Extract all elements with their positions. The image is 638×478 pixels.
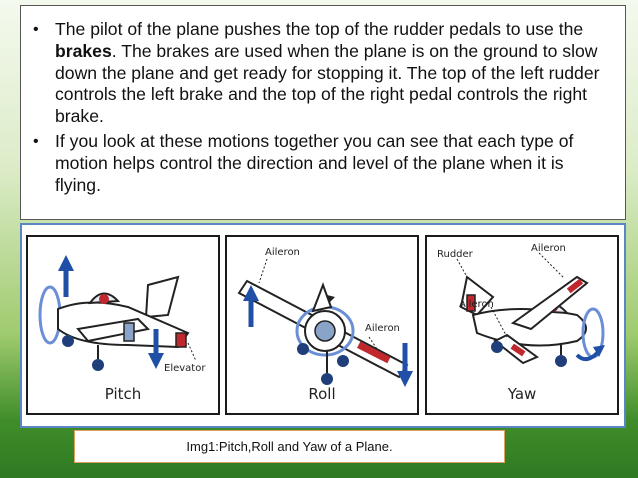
yaw-plane-illustration xyxy=(456,252,605,367)
panel-title-roll: Roll xyxy=(308,385,336,403)
part-label-aileron-top: Aileron xyxy=(265,247,300,258)
panel-title-yaw: Yaw xyxy=(507,385,537,403)
bullet-bold-term: brakes xyxy=(55,40,112,61)
part-label-aileron-bottom: Aileron xyxy=(365,323,400,334)
part-label-elevator: Elevator xyxy=(164,363,206,374)
panel-title-pitch: Pitch xyxy=(104,385,142,403)
bullet-dot: • xyxy=(33,21,39,38)
pitch-plane-illustration xyxy=(38,255,197,371)
roll-plane-illustration xyxy=(237,258,413,387)
part-label-aileron-bottom: Aileron xyxy=(459,299,494,310)
panel-roll: Aileron Aileron Roll xyxy=(225,235,419,415)
bullet-motions: • If you look at these motions together … xyxy=(29,131,611,196)
bullet-text: The pilot of the plane pushes the top of… xyxy=(55,19,584,39)
panel-yaw: Rudder Aileron Aileron Yaw xyxy=(425,235,619,415)
caption-text: Img1:Pitch,Roll and Yaw of a Plane. xyxy=(186,439,393,454)
panel-pitch: Elevator Pitch xyxy=(26,235,220,415)
bullet-text: If you look at these motions together yo… xyxy=(55,130,574,195)
part-label-aileron-top: Aileron xyxy=(531,243,566,254)
part-label-rudder: Rudder xyxy=(437,249,473,260)
figure-box: Elevator Pitch xyxy=(20,223,626,428)
bullet-text-rest: . The brakes are used when the plane is … xyxy=(55,40,600,127)
text-box: • The pilot of the plane pushes the top … xyxy=(20,5,626,220)
bullet-brakes: • The pilot of the plane pushes the top … xyxy=(29,19,611,128)
bullet-dot: • xyxy=(33,132,39,150)
figure-caption: Img1:Pitch,Roll and Yaw of a Plane. xyxy=(74,430,505,463)
